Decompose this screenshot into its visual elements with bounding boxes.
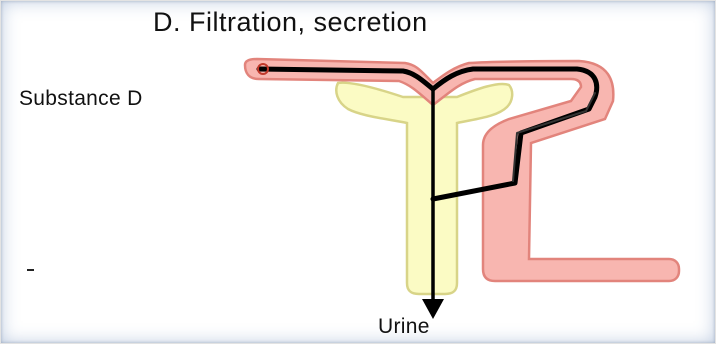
- diagram-title: D. Filtration, secretion: [153, 7, 428, 38]
- renal-tubule: [245, 59, 679, 281]
- substance-label: Substance D: [19, 87, 143, 111]
- stray-tick-mark: [27, 269, 34, 271]
- urine-label: Urine: [378, 315, 430, 339]
